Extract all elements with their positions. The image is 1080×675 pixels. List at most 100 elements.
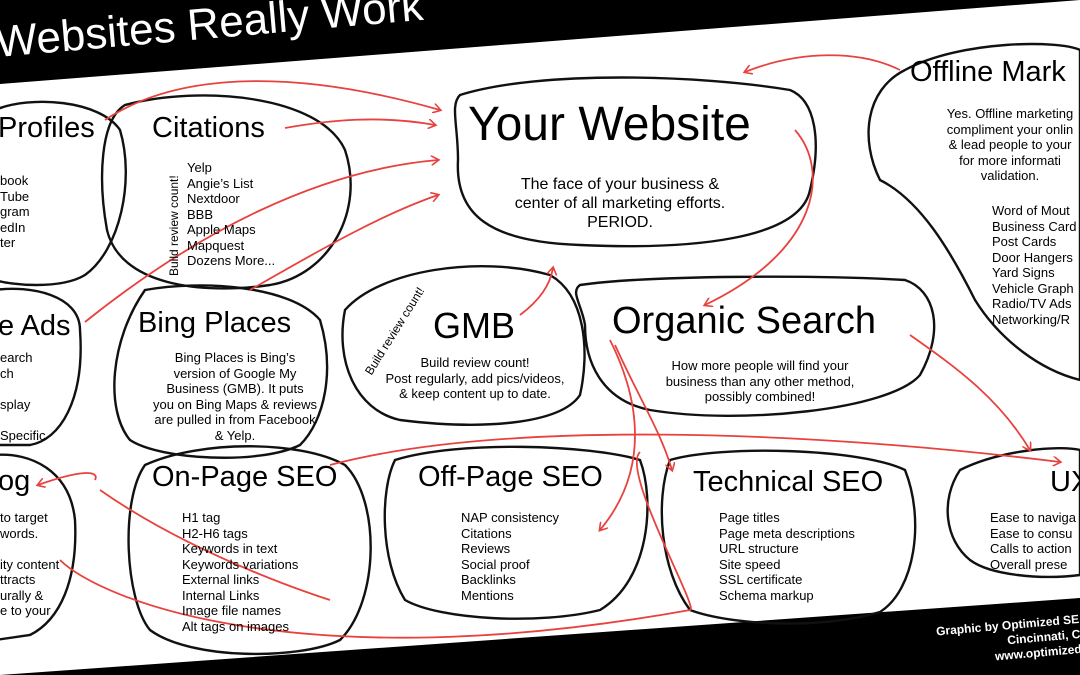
list-item: Post Cards [992, 234, 1057, 249]
organic-heading: Organic Search [612, 300, 877, 342]
list-item: Apple Maps [187, 222, 256, 237]
list-item: ttracts [0, 572, 36, 587]
list-item: book [0, 173, 29, 188]
connector-arrows [38, 54, 1060, 639]
list-item: words. [0, 525, 39, 541]
list-item: Yelp [187, 160, 212, 175]
list-item: External links [182, 572, 260, 587]
list-item: Overall prese [990, 556, 1068, 572]
list-item: Yard Signs [992, 265, 1055, 280]
outline-citations [100, 94, 352, 290]
bing-text: Bing Places is Bing’s version of Google … [135, 350, 335, 443]
website-text-line: PERIOD. [587, 214, 653, 231]
list-item: SSL certificate [719, 572, 803, 587]
list-spacer [0, 381, 46, 397]
list-item: ch [0, 365, 14, 381]
list-item: Business Card [992, 218, 1077, 234]
website-text: The face of your business & center of al… [470, 175, 770, 232]
website-heading: Your Website [468, 98, 751, 151]
text-line: & Yelp. [214, 427, 256, 443]
list-item: Keywords in text [182, 541, 278, 556]
list-item: splay [0, 396, 31, 412]
bing-heading: Bing Places [138, 307, 292, 339]
text-line: business than any other method, [665, 373, 855, 389]
outline-onpage [127, 445, 372, 656]
social-list: book Tube gram edIn ter [0, 173, 30, 251]
list-item: Site speed [719, 556, 781, 572]
website-text-line: The face of your business & [520, 176, 720, 193]
technical-heading: Technical SEO [693, 466, 884, 498]
arrow-organic-to-ux [909, 334, 1030, 450]
outline-technical [660, 449, 917, 625]
onpage-list: H1 tag H2-H6 tags Keywords in text Keywo… [182, 510, 298, 634]
list-item: Schema markup [719, 587, 814, 603]
text-line: for more informati [959, 152, 1061, 168]
ads-list: earch ch splay Specific [0, 350, 46, 443]
arrow-organic-to-technical [614, 344, 672, 470]
credit-corner [905, 598, 1080, 675]
citations-list: Yelp Angie’s List Nextdoor BBB Apple Map… [187, 160, 275, 269]
onpage-heading: On-Page SEO [152, 461, 338, 493]
blog-heading: og [0, 465, 31, 497]
blog-list: to target words. ity content ttracts ura… [0, 510, 59, 619]
text-line: validation. [980, 168, 1040, 183]
list-item: urally & [0, 587, 44, 603]
text-line: possibly combined! [704, 389, 816, 404]
list-item: Alt tags on images [182, 618, 289, 634]
offline-heading: Offline Mark [910, 56, 1066, 88]
list-spacer [0, 412, 46, 428]
text-line: Post regularly, add pics/videos, [385, 370, 565, 386]
list-item: Door Hangers [992, 249, 1073, 265]
outline-social [0, 100, 127, 287]
organic-text: How more people will find your business … [635, 358, 885, 405]
outline-offpage [383, 445, 649, 620]
text-line: version of Google My [173, 365, 297, 381]
list-item: Internal Links [182, 587, 260, 603]
arrow-blog-loop [38, 451, 692, 639]
list-spacer [0, 541, 59, 557]
ux-list: Ease to naviga Ease to consu Calls to ac… [990, 510, 1076, 572]
arrow-onpage-to-ux [329, 433, 1060, 465]
arrow-gmb-to-website [519, 268, 553, 316]
text-line: & lead people to your [948, 137, 1072, 152]
list-item: BBB [187, 206, 214, 222]
list-item: Specific [0, 427, 46, 443]
arrow-citations-to-website [284, 118, 435, 128]
text-line: are pulled in from Facebook [154, 412, 316, 427]
text-line: Yes. Offline marketing [946, 106, 1074, 121]
text-line: Business (GMB). It puts [166, 381, 304, 396]
list-item: Page meta descriptions [719, 525, 855, 541]
gmb-text: Build review count! Post regularly, add … [370, 355, 580, 402]
list-item: Ease to consu [990, 525, 1073, 541]
list-item: Ease to naviga [990, 510, 1077, 525]
outline-website [453, 76, 817, 248]
list-item: gram [0, 204, 30, 219]
text-line: How more people will find your [671, 358, 849, 373]
list-item: Angie’s List [187, 175, 254, 191]
list-item: Citations [461, 525, 512, 541]
citations-heading: Citations [152, 112, 265, 144]
offline-text: Yes. Offline marketing compliment your o… [925, 106, 1080, 184]
arrow-ads-to-website [84, 160, 438, 323]
arrow-bing-to-website [249, 195, 438, 291]
list-item: Dozens More... [187, 253, 276, 268]
arrow-offline-to-website [745, 54, 901, 72]
list-item: NAP consistency [461, 510, 560, 525]
technical-list: Page titles Page meta descriptions URL s… [719, 510, 855, 603]
list-item: Radio/TV Ads [992, 296, 1072, 311]
ads-heading: e Ads [0, 310, 71, 342]
list-item: ter [0, 235, 16, 250]
list-item: e to your [0, 603, 51, 618]
outline-ads [0, 287, 82, 447]
list-item: H2-H6 tags [182, 525, 248, 541]
node-outlines [0, 42, 1080, 656]
list-item: Keywords variations [182, 556, 299, 572]
website-text-line: center of all marketing efforts. [514, 195, 726, 212]
list-item: to target [0, 510, 48, 525]
outline-offline [867, 42, 1080, 382]
list-item: Networking/R [992, 311, 1071, 327]
arrow-social-to-website [104, 80, 440, 121]
list-item: Backlinks [461, 572, 516, 587]
